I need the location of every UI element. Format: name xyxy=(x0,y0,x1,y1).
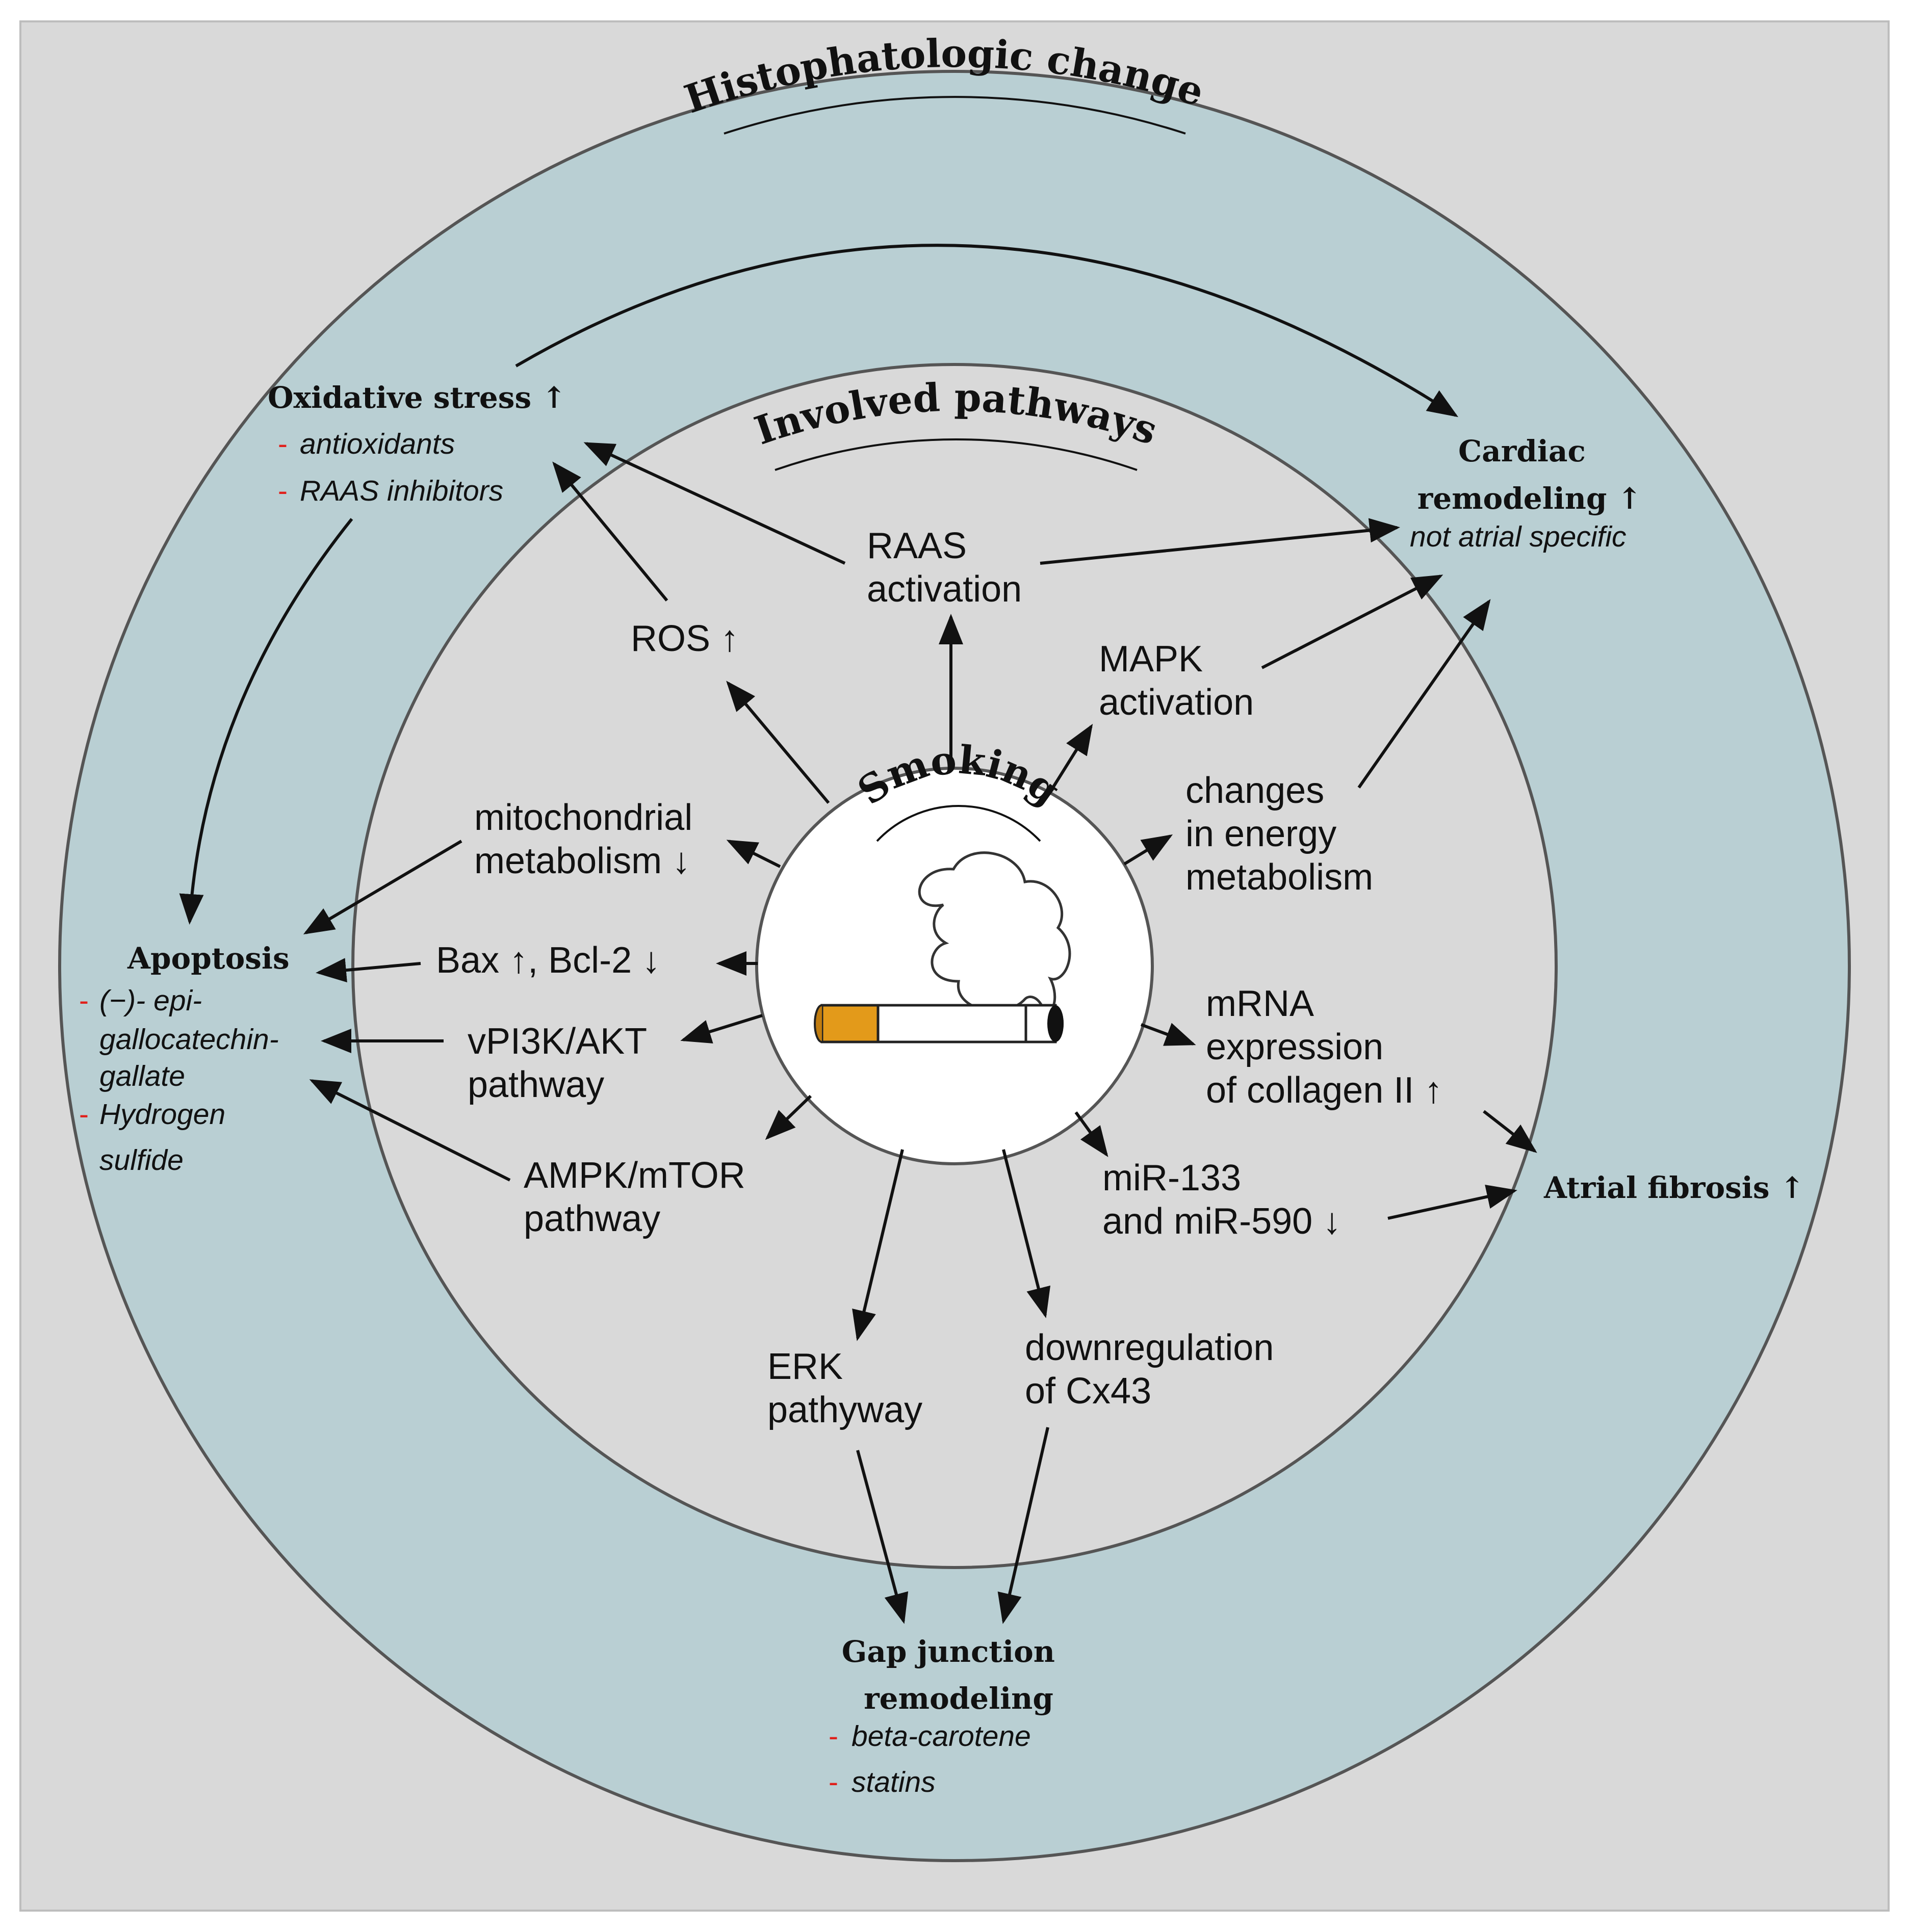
node-raas-activation: RAAS activation xyxy=(867,526,1022,610)
gap-treatment-1: - beta-carotene xyxy=(829,1720,1031,1753)
arrow-raas-to-cardiac xyxy=(1040,518,1400,565)
node-cx43-downregulation: downregulation of Cx43 xyxy=(1025,1327,1284,1412)
arrow-energy-to-cardiac xyxy=(1357,599,1491,789)
apoptosis-treatment-1: - (−)- epi- xyxy=(79,984,202,1017)
arrow-to-pi3k xyxy=(680,1014,763,1043)
arrow-mapk-to-cardiac xyxy=(1261,575,1443,669)
outcome-gap-junction: Gap junction remodeling - beta-carotene … xyxy=(829,1634,1065,1798)
outcome-apoptosis: Apoptosis - (−)- epi- gallocatechin- gal… xyxy=(79,941,290,1177)
arrow-oxidative-to-apoptosis xyxy=(179,518,353,925)
arrow-ampk-to-apoptosis xyxy=(309,1079,511,1182)
outcome-oxidative-stress: Oxidative stress ↑ - antioxidants - RAAS… xyxy=(268,380,566,507)
node-bax-bcl2: Bax ↑, Bcl-2 ↓ xyxy=(436,940,660,981)
atrial-fibrosis-title: Atrial fibrosis ↑ xyxy=(1543,1170,1804,1205)
arrow-to-ampk xyxy=(765,1094,812,1140)
arrow-mito-to-apoptosis xyxy=(303,840,462,935)
smoke-cloud-icon xyxy=(918,851,1071,1016)
node-ampk-mtor: AMPK/mTOR pathway xyxy=(524,1155,756,1239)
inner-title-underline xyxy=(775,438,1138,471)
arrow-to-mitochondrial xyxy=(726,840,781,868)
node-mitochondrial-metabolism: mitochondrial metabolism ↓ xyxy=(474,797,703,881)
arrows-center-to-pathways xyxy=(680,614,1196,1341)
cigarette-icon xyxy=(814,1004,1064,1043)
arrow-to-energy xyxy=(1123,834,1173,866)
outcome-cardiac-remodeling: Cardiac remodeling ↑ not atrial specific xyxy=(1410,434,1642,553)
arrow-oxidative-to-cardiac xyxy=(515,244,1459,417)
gap-junction-title: Gap junction remodeling xyxy=(842,1634,1065,1716)
arrow-to-cx43 xyxy=(1002,1149,1051,1318)
arrow-cx43-to-gap xyxy=(997,1427,1049,1624)
outcome-atrial-fibrosis: Atrial fibrosis ↑ xyxy=(1543,1170,1804,1205)
arrow-to-mir xyxy=(1074,1111,1108,1157)
arrow-raas-to-oxidative xyxy=(583,442,846,565)
oxidative-treatment-1: - antioxidants xyxy=(278,428,455,460)
outer-title-underline xyxy=(724,96,1186,135)
node-mapk-activation: MAPK activation xyxy=(1099,639,1254,723)
gap-treatment-2: - statins xyxy=(829,1766,936,1798)
apoptosis-treatment-1b: gallocatechin- xyxy=(99,1023,279,1056)
node-ros: ROS ↑ xyxy=(631,618,739,659)
node-erk-pathway: ERK pathyway xyxy=(767,1346,922,1430)
arrow-ros-to-oxidative xyxy=(552,461,668,602)
apoptosis-treatment-2b: sulfide xyxy=(99,1144,184,1177)
apoptosis-title: Apoptosis xyxy=(127,941,290,976)
cardiac-remodeling-title: Cardiac remodeling ↑ xyxy=(1417,434,1642,516)
center-title-underline xyxy=(876,805,1041,842)
oxidative-stress-title: Oxidative stress ↑ xyxy=(268,380,566,415)
arrows-pathways-to-outcomes xyxy=(179,244,1537,1624)
arrow-mir-to-atrial xyxy=(1387,1185,1517,1220)
node-mrna-collagen: mRNA expression of collagen II ↑ xyxy=(1206,983,1442,1111)
node-energy-metabolism: changes in energy metabolism xyxy=(1185,770,1373,898)
apoptosis-treatment-2: - Hydrogen xyxy=(79,1098,225,1131)
arrow-to-mrna xyxy=(1140,1023,1196,1046)
arrow-to-ros xyxy=(726,681,830,804)
arrow-to-mapk xyxy=(1051,723,1093,789)
cardiac-remodeling-note: not atrial specific xyxy=(1410,520,1627,553)
node-mir: miR-133 and miR-590 ↓ xyxy=(1102,1158,1341,1242)
arrow-mrna-to-atrial xyxy=(1483,1110,1537,1153)
apoptosis-treatment-1c: gallate xyxy=(99,1060,185,1092)
arrow-bax-to-apoptosis xyxy=(316,958,421,983)
node-pi3k-akt: vPI3K/AKT pathway xyxy=(468,1021,657,1105)
arrow-erk-to-gap xyxy=(856,1450,909,1624)
arrow-to-erk xyxy=(852,1149,904,1341)
oxidative-treatment-2: - RAAS inhibitors xyxy=(278,475,503,507)
